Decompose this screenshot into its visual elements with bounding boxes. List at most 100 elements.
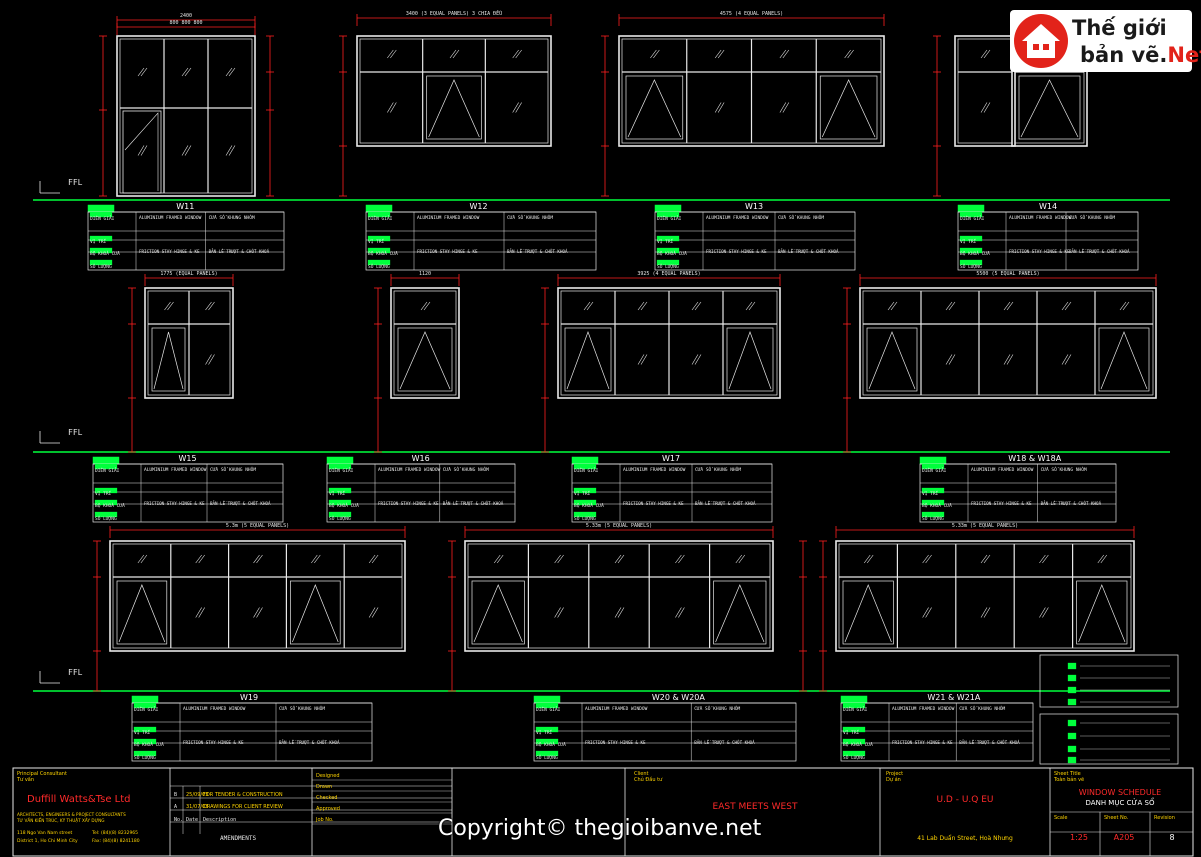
hw-vn-text: BẢN LỀ TRƯỢT & CHỐT KHOÁ: [279, 740, 340, 745]
amend-rev: A: [174, 804, 177, 810]
opening-indicator: [1020, 79, 1079, 138]
copyright-watermark: Copyright© thegioibanve.net: [438, 816, 762, 841]
legend-swatch: [1067, 686, 1077, 694]
door-swing: [124, 112, 159, 191]
hw-text: FRICTION STAY HINGE & KE: [971, 501, 1032, 506]
amend-head-date: Date: [186, 817, 198, 823]
window-frame: [390, 287, 460, 399]
table-frame: [92, 463, 284, 523]
glass-hatch: [694, 354, 702, 365]
label-hw-text: BỘ KHOÁ CỬA: [90, 249, 120, 257]
sheet-title-label-vn: Toàn bản vẽ: [1053, 776, 1084, 783]
window-tag: W17: [662, 454, 680, 463]
hw-text: FRICTION STAY HINGE & KE: [139, 249, 200, 254]
opening-indicator: [153, 331, 184, 390]
glass-hatch: [449, 49, 457, 59]
tag-bar: [87, 204, 115, 213]
label-hw-highlight: [133, 738, 157, 745]
elevation-w17: [557, 287, 781, 399]
label-hw-text: BỘ KHOÁ CỬA: [657, 249, 687, 257]
frame-vn-text: CỬA SỔ KHUNG NHÔM: [210, 466, 256, 473]
window-frame-inner: [957, 38, 1013, 144]
frame-text: ALUMINIUM FRAMED WINDOW: [706, 215, 769, 221]
dim-label: 800 800 800: [169, 20, 202, 26]
glass-hatch: [208, 354, 215, 365]
glass-hatch: [1061, 301, 1069, 311]
frame-text: ALUMINIUM FRAMED WINDOW: [892, 706, 955, 712]
glass-hatch: [980, 49, 988, 59]
label-desc-highlight: [842, 702, 866, 709]
consultant-addr1: 118 Ngo Van Nam street: [17, 830, 73, 836]
dim-w21-top: 5.33m (5 EQUAL PANELS): [835, 523, 1135, 538]
label-desc-text: DIỄN GIẢI: [843, 705, 868, 713]
dim-w19-top: 5.3m (5 EQUAL PANELS): [109, 523, 406, 538]
opening-indicator: [428, 79, 480, 138]
glass-hatch: [890, 301, 898, 311]
glass-hatch: [181, 67, 189, 77]
tag-bar: [92, 456, 120, 465]
amend-desc: DRAWINGS FOR CLIENT REVIEW: [203, 804, 283, 810]
label-hw-highlight: [328, 499, 352, 506]
label-loc-text: VỊ TRÍ: [657, 237, 674, 245]
dim-w18-top: 5500 (5 EQUAL PANELS): [859, 271, 1157, 286]
legend-boxes: [1039, 654, 1179, 765]
glass-hatch: [1064, 301, 1072, 311]
sheet-title: WINDOW SCHEDULE: [1079, 788, 1161, 797]
hw-vn-text: BẢN LỀ TRƯỢT & CHỐT KHOÁ: [1041, 501, 1102, 506]
opening-sash: [426, 75, 482, 140]
window-tag: W19: [240, 693, 258, 702]
opening-sash: [116, 580, 168, 645]
glass-hatch: [314, 554, 321, 564]
label-hw-highlight: [94, 499, 118, 506]
glass-hatch: [637, 354, 645, 365]
glass-hatch: [496, 554, 504, 564]
dim-label: 2400: [180, 13, 192, 19]
sheet-title-label: Sheet Title: [1054, 771, 1081, 777]
dim-w13-top: 4575 (4 EQUAL PANELS): [618, 11, 885, 26]
logo-text-line1: Thế giới: [1072, 16, 1167, 40]
glass-hatch: [980, 102, 988, 113]
glass-hatch: [925, 607, 932, 618]
glass-hatch: [948, 354, 956, 365]
label-desc-highlight: [535, 702, 559, 709]
glass-hatch: [1122, 301, 1130, 311]
window-frame: [144, 287, 234, 399]
frame-text: ALUMINIUM FRAMED WINDOW: [183, 706, 246, 712]
tag-bar: [840, 695, 868, 704]
legend-swatch: [1067, 719, 1077, 727]
label-qty-highlight: [89, 259, 113, 266]
glass-hatch: [390, 102, 397, 113]
consultant-desc2: TƯ VẤN KIẾN TRÚC, KỸ THUẬT XÂY DỰNG: [16, 817, 105, 823]
glass-hatch: [617, 554, 625, 564]
glass-hatch: [1003, 354, 1011, 365]
project-label: Project: [886, 771, 903, 777]
tag-bar: [957, 204, 985, 213]
glass-hatch: [945, 301, 953, 311]
opening-sash: [564, 327, 612, 392]
revision-label: Revision: [1154, 815, 1175, 821]
client-name: EAST MEETS WEST: [713, 802, 798, 812]
label-qty-text: SỐ LƯỢNG: [574, 515, 596, 522]
opening-indicator: [627, 79, 682, 138]
glass-hatch: [614, 554, 622, 564]
glass-hatch: [782, 102, 790, 113]
frame-vn-text: CỬA SỔ KHUNG NHÔM: [507, 214, 553, 221]
glass-hatch: [922, 607, 929, 618]
label-desc-text: DIỄN GIẢI: [368, 214, 393, 222]
w11-door-leaf: [122, 110, 162, 194]
glass-hatch: [554, 554, 561, 564]
label-loc-text: VỊ TRÍ: [574, 489, 591, 497]
dim-w19-left: [93, 540, 101, 692]
label-desc-highlight: [367, 211, 391, 218]
glass-hatch: [452, 49, 460, 59]
glass-hatch: [228, 145, 236, 156]
opening-sash: [290, 580, 341, 645]
tag-bar: [533, 695, 561, 704]
label-hw-highlight: [959, 247, 983, 254]
glass-hatch: [256, 554, 263, 564]
hw-text: FRICTION STAY HINGE & KE: [378, 501, 439, 506]
